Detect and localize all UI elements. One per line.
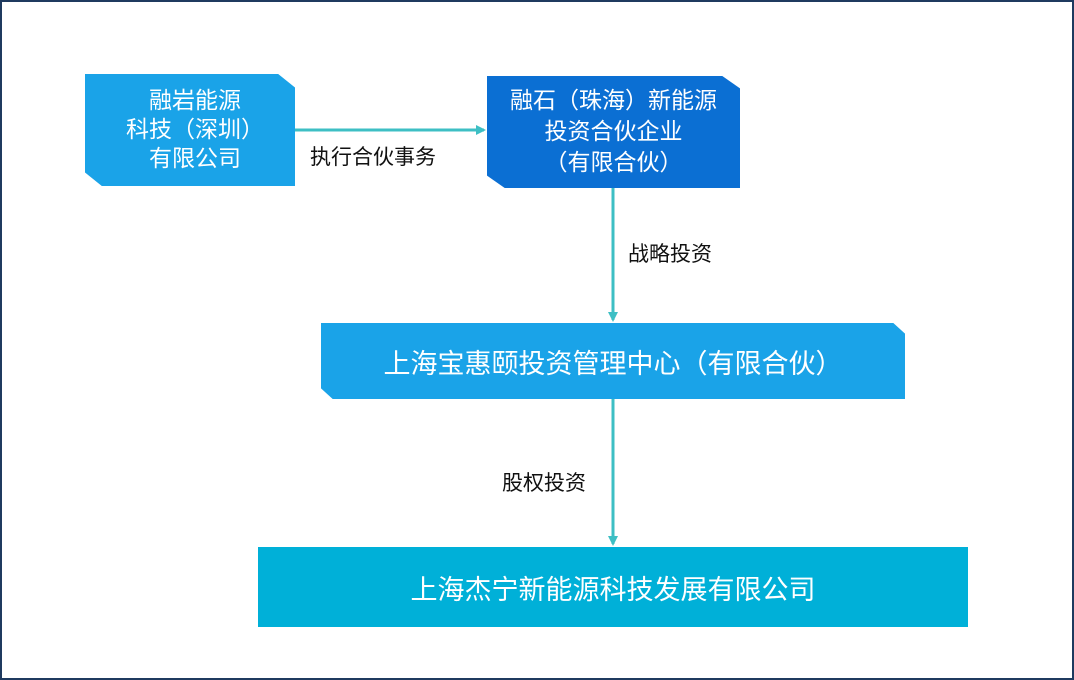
node-shanghai-bhy: 上海宝惠颐投资管理中心（有限合伙） (321, 323, 905, 399)
node-zhuhai-line-2: 投资合伙企业 (544, 118, 683, 145)
edge-label-equity: 股权投资 (502, 471, 586, 495)
node-shenzhen-line-3: 有限公司 (149, 145, 241, 172)
node-shanghai-jn-label: 上海杰宁新能源科技发展有限公司 (410, 574, 816, 606)
node-zhuhai-line-1: 融石（珠海）新能源 (510, 87, 717, 114)
node-shanghai-bhy-label: 上海宝惠颐投资管理中心（有限合伙） (383, 348, 843, 380)
node-shenzhen-line-2: 科技（深圳） (126, 116, 264, 143)
node-shenzhen-line-1: 融岩能源 (149, 87, 241, 114)
edge-label-strategic: 战略投资 (628, 242, 712, 266)
edge-label-exec: 执行合伙事务 (310, 145, 436, 169)
node-zhuhai-line-3: （有限合伙） (544, 149, 683, 176)
node-shanghai-jn: 上海杰宁新能源科技发展有限公司 (258, 547, 968, 627)
node-shenzhen: 融岩能源 科技（深圳） 有限公司 (85, 74, 295, 186)
node-zhuhai: 融石（珠海）新能源 投资合伙企业 （有限合伙） (487, 76, 740, 188)
